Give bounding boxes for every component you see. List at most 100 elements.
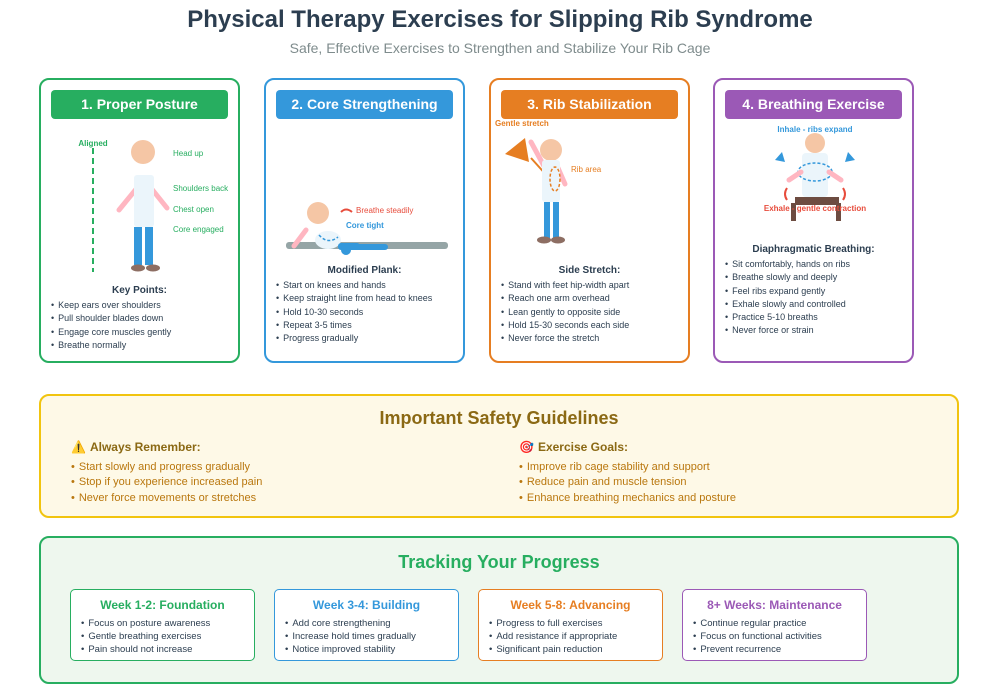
- list-item: Increase hold times gradually: [285, 630, 458, 643]
- list-item: Stand with feet hip-width apart: [501, 279, 684, 292]
- list-item: Gentle breathing exercises: [81, 630, 254, 643]
- posture-illustration: Aligned Head up Shoulders back Chest ope…: [78, 139, 229, 272]
- list-item: Hold 10-30 seconds: [276, 306, 459, 319]
- week-card-building: Week 3-4: Building Add core strengthenin…: [274, 589, 459, 661]
- list-item: Exhale slowly and controlled: [725, 298, 908, 311]
- week-card-foundation: Week 1-2: Foundation Focus on posture aw…: [70, 589, 255, 661]
- week-title: Week 3-4: Building: [312, 598, 421, 612]
- card-core-strengthening: 2. Core Strengthening Breathe steadily C…: [264, 78, 465, 363]
- list-item: Hold 15-30 seconds each side: [501, 319, 684, 332]
- list-item: Engage core muscles gently: [51, 326, 234, 339]
- list-item: Progress to full exercises: [489, 617, 662, 630]
- list-item: Never force or strain: [725, 324, 908, 337]
- card-header: 1. Proper Posture: [51, 90, 228, 119]
- list-item: Breathe normally: [51, 339, 234, 352]
- list-item: Start slowly and progress gradually: [71, 460, 262, 475]
- week-card-maintenance: 8+ Weeks: Maintenance Continue regular p…: [682, 589, 867, 661]
- list-item: Continue regular practice: [693, 617, 866, 630]
- list-item: Focus on functional activities: [693, 630, 866, 643]
- label-breathe-steadily: Breathe steadily: [356, 206, 413, 215]
- list-title: Side Stretch:: [558, 265, 621, 276]
- rib-area-marker: [549, 166, 561, 192]
- plank-illustration: Breathe steadily Core tight: [286, 202, 448, 255]
- chair: [795, 197, 839, 205]
- warning-icon: ⚠️: [71, 440, 86, 454]
- list-item: Notice improved stability: [285, 643, 458, 656]
- list-item: Add core strengthening: [285, 617, 458, 630]
- stretch-arrow-icon: [505, 138, 529, 162]
- safety-title: Important Safety Guidelines: [379, 408, 619, 428]
- head: [805, 133, 825, 153]
- list-item: Sit comfortably, hands on ribs: [725, 258, 908, 271]
- tracking-progress-panel: Tracking Your Progress Week 1-2: Foundat…: [39, 536, 959, 684]
- label-chest-open: Chest open: [173, 205, 214, 214]
- target-icon: 🎯: [519, 440, 534, 454]
- breathing-steps-list: Sit comfortably, hands on ribs Breathe s…: [725, 258, 908, 338]
- week-title: Week 5-8: Advancing: [510, 598, 631, 612]
- week-title: 8+ Weeks: Maintenance: [707, 598, 842, 612]
- list-item: Add resistance if appropriate: [489, 630, 662, 643]
- list-item: Reduce pain and muscle tension: [519, 475, 736, 490]
- list-item: Stop if you experience increased pain: [71, 475, 262, 490]
- always-remember-section: ⚠️Always Remember: Start slowly and prog…: [71, 440, 262, 506]
- stretch-steps-list: Stand with feet hip-width apart Reach on…: [501, 279, 684, 345]
- key-points-list: Keep ears over shoulders Pull shoulder b…: [51, 299, 234, 352]
- page-subtitle: Safe, Effective Exercises to Strengthen …: [289, 40, 711, 56]
- exercise-goals-title: Exercise Goals:: [537, 440, 629, 454]
- list-item: Practice 5-10 breaths: [725, 311, 908, 324]
- expand-arrow-right-icon: [845, 152, 855, 162]
- list-title: Diaphragmatic Breathing:: [752, 244, 875, 255]
- list-item: Progress gradually: [276, 332, 459, 345]
- list-item: Enhance breathing mechanics and posture: [519, 491, 736, 506]
- card-header: 2. Core Strengthening: [276, 90, 453, 119]
- list-title: Key Points:: [111, 285, 167, 296]
- label-inhale: Inhale - ribs expand: [777, 125, 852, 134]
- exercise-goals-section: 🎯Exercise Goals: Improve rib cage stabil…: [519, 440, 736, 506]
- label-head-up: Head up: [173, 149, 204, 158]
- card-proper-posture: 1. Proper Posture Aligned Head up Should…: [39, 78, 240, 363]
- safety-guidelines-panel: Important Safety Guidelines ⚠️Always Rem…: [39, 394, 959, 518]
- list-item: Never force movements or stretches: [71, 491, 262, 506]
- breathing-illustration: Inhale - ribs expand Exhale - gentle con…: [764, 125, 866, 221]
- label-aligned: Aligned: [78, 139, 107, 148]
- list-item: Feel ribs expand gently: [725, 285, 908, 298]
- head: [540, 139, 562, 161]
- list-item: Keep ears over shoulders: [51, 299, 234, 312]
- torso: [134, 175, 154, 227]
- torso: [802, 153, 828, 197]
- head: [307, 202, 329, 224]
- expand-arrow-left-icon: [775, 152, 785, 162]
- list-item: Focus on posture awareness: [81, 617, 254, 630]
- list-item: Never force the stretch: [501, 332, 684, 345]
- always-remember-title: Always Remember:: [89, 440, 201, 454]
- week-title: Week 1-2: Foundation: [100, 598, 225, 612]
- list-item: Reach one arm overhead: [501, 292, 684, 305]
- label-core-tight: Core tight: [346, 221, 384, 230]
- card-breathing-exercise: 4. Breathing Exercise Inhale - ribs expa…: [713, 78, 914, 363]
- label-rib-area: Rib area: [571, 165, 602, 174]
- head: [131, 140, 155, 164]
- list-item: Pain should not increase: [81, 643, 254, 656]
- week-card-advancing: Week 5-8: Advancing Progress to full exe…: [478, 589, 663, 661]
- card-header: 3. Rib Stabilization: [501, 90, 678, 119]
- list-item: Pull shoulder blades down: [51, 312, 234, 325]
- list-item: Significant pain reduction: [489, 643, 662, 656]
- side-stretch-illustration: Gentle stretch Rib area: [495, 119, 602, 244]
- torso: [542, 160, 560, 202]
- list-item: Prevent recurrence: [693, 643, 866, 656]
- card-rib-stabilization: 3. Rib Stabilization Gentle stretch Rib …: [489, 78, 690, 363]
- label-core-engaged: Core engaged: [173, 225, 224, 234]
- list-item: Lean gently to opposite side: [501, 306, 684, 319]
- card-header: 4. Breathing Exercise: [725, 90, 902, 119]
- list-item: Breathe slowly and deeply: [725, 271, 908, 284]
- list-item: Improve rib cage stability and support: [519, 460, 736, 475]
- list-item: Repeat 3-5 times: [276, 319, 459, 332]
- list-item: Start on knees and hands: [276, 279, 459, 292]
- label-shoulders-back: Shoulders back: [173, 184, 229, 193]
- label-exhale: Exhale - gentle contraction: [764, 204, 866, 213]
- plank-steps-list: Start on knees and hands Keep straight l…: [276, 279, 459, 345]
- tracking-title: Tracking Your Progress: [398, 552, 600, 572]
- label-gentle-stretch: Gentle stretch: [495, 119, 549, 128]
- page-title: Physical Therapy Exercises for Slipping …: [187, 6, 813, 33]
- list-title: Modified Plank:: [327, 265, 402, 276]
